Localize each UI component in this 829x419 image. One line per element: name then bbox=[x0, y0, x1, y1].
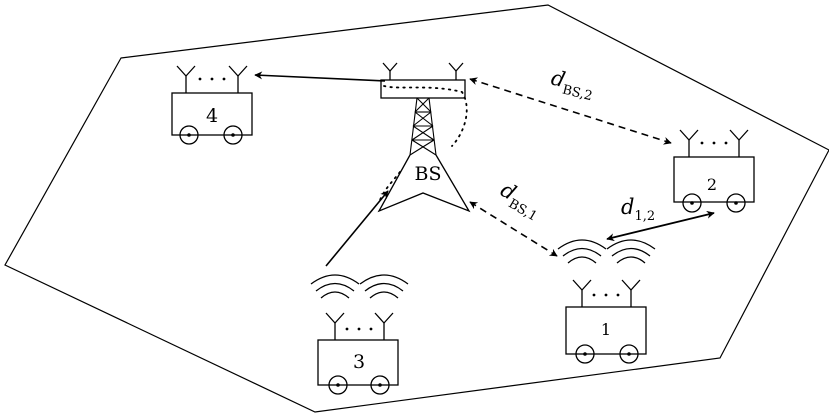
label-d-1-2: d1,2 bbox=[621, 195, 655, 224]
robot-1-dots bbox=[583, 293, 631, 356]
svg-text:dBS,2: dBS,2 bbox=[548, 66, 598, 105]
label-sub: 1,2 bbox=[634, 209, 655, 224]
wheel-icon bbox=[575, 344, 595, 364]
antenna-icon bbox=[572, 279, 641, 307]
label-main: d bbox=[549, 66, 568, 93]
wifi-icon bbox=[310, 274, 409, 299]
antenna-icon bbox=[176, 65, 248, 93]
antenna-icon bbox=[679, 129, 749, 157]
label-main: d bbox=[621, 195, 634, 219]
tower-lattice bbox=[409, 97, 437, 156]
robot-3-label: 3 bbox=[353, 351, 365, 373]
robot-1 bbox=[557, 239, 656, 364]
label-d-bs-2: dBS,2 bbox=[548, 66, 598, 105]
robot-2-dots bbox=[690, 141, 738, 205]
bs-label: BS bbox=[415, 163, 442, 185]
robot-4 bbox=[171, 65, 253, 145]
coverage-area bbox=[4, 4, 829, 413]
robot-3 bbox=[310, 274, 409, 395]
wheel-icon bbox=[619, 344, 639, 364]
antenna-icon bbox=[325, 312, 394, 340]
link-bs-to-robot-4 bbox=[254, 71, 386, 82]
link-robot-1-robot-2 bbox=[606, 210, 715, 242]
wheel-icon bbox=[370, 375, 390, 395]
link-bs-robot-1 bbox=[469, 201, 558, 257]
robot-1-label: 1 bbox=[601, 320, 611, 339]
robot-3-dots bbox=[336, 327, 382, 387]
base-station bbox=[377, 62, 471, 213]
robot-2-label: 2 bbox=[707, 175, 717, 194]
svg-text:d1,2: d1,2 bbox=[621, 195, 655, 224]
wheel-icon bbox=[328, 375, 348, 395]
label-sub: BS,2 bbox=[561, 82, 594, 104]
robot-4-label: 4 bbox=[206, 105, 218, 127]
wheel-icon bbox=[223, 125, 243, 145]
wheel-icon bbox=[726, 193, 746, 213]
svg-text:dBS,1: dBS,1 bbox=[494, 178, 546, 225]
bs-antenna-bar bbox=[380, 79, 466, 99]
label-d-bs-1: dBS,1 bbox=[494, 178, 546, 225]
wheel-icon bbox=[179, 125, 199, 145]
link-robot-3-to-bs bbox=[325, 190, 389, 267]
label-sub: BS,1 bbox=[506, 196, 540, 224]
bs-antenna-icon bbox=[382, 62, 464, 80]
robot-4-dots bbox=[187, 77, 235, 137]
tower-body bbox=[377, 154, 471, 213]
wifi-icon bbox=[557, 239, 656, 264]
